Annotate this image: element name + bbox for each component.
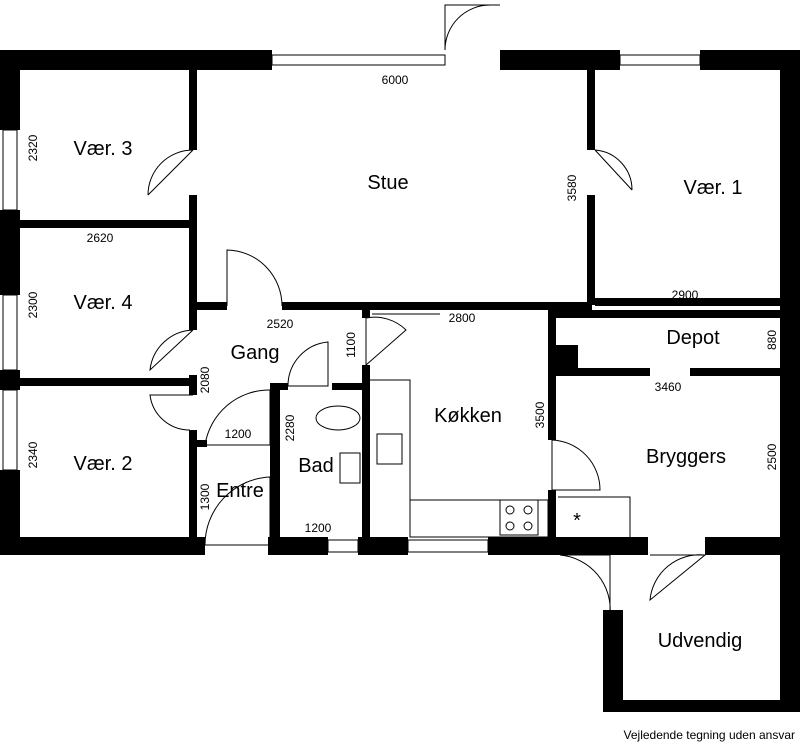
dim-vaer2-height: 2340: [26, 441, 40, 468]
kitchen-sink-icon: [376, 433, 403, 465]
dim-bad-height: 2280: [283, 414, 297, 441]
dim-gang-width: 2520: [267, 317, 294, 331]
dim-bryggers-width: 3460: [655, 380, 682, 394]
kitchen-counter: [370, 379, 549, 538]
disclaimer-note: Vejledende tegning uden ansvar: [624, 728, 795, 742]
room-vaer1: Vær. 1: [684, 177, 743, 199]
room-vaer3: Vær. 3: [74, 138, 133, 160]
room-gang: Gang: [231, 342, 280, 364]
walls: [0, 50, 800, 712]
dim-depot-height: 880: [765, 330, 779, 350]
room-depot: Depot: [666, 327, 720, 349]
bryggers-asterisk-mark: *: [573, 510, 581, 532]
dim-vaer3-height: 2320: [26, 134, 40, 161]
room-koekken: Køkken: [434, 405, 502, 427]
toilet-icon: [315, 405, 361, 431]
dim-vaer3-width: 2620: [87, 231, 114, 245]
bryggers-counter: [558, 496, 631, 537]
room-stue: Stue: [367, 172, 408, 194]
bathroom-sink-icon: [339, 452, 361, 484]
room-vaer4: Vær. 4: [74, 292, 133, 314]
dim-gang-height-upper: 1100: [344, 332, 358, 358]
dim-koekken-width: 2800: [449, 311, 476, 325]
dim-gang-height: 2080: [198, 366, 212, 393]
room-bryggers: Bryggers: [646, 446, 726, 468]
doors: [147, 4, 707, 616]
room-vaer2: Vær. 2: [74, 453, 133, 475]
dim-bad-width: 1200: [305, 521, 332, 535]
dim-bryggers-height: 2500: [765, 443, 779, 470]
dim-entre-width: 1200: [225, 427, 252, 441]
dimension-labels: 6000 2320 3580 2620 2900 2300 2520 1100 …: [26, 73, 779, 535]
windows: [2, 54, 701, 553]
stove-icon: [499, 499, 539, 536]
fixtures: [315, 379, 631, 538]
dim-koekken-height: 3500: [533, 401, 547, 428]
dim-vaer4-height: 2300: [26, 291, 40, 318]
dim-entre-height: 1300: [198, 483, 212, 510]
dim-stue-height: 3580: [565, 174, 579, 201]
room-entre: Entre: [216, 480, 264, 502]
room-labels: Vær. 3 Stue Vær. 1 Vær. 4 Gang Depot Køk…: [74, 138, 743, 652]
room-bad: Bad: [298, 455, 334, 477]
dim-stue-width: 6000: [382, 73, 409, 87]
dim-vaer1-width: 2900: [672, 288, 699, 302]
room-udvendig: Udvendig: [658, 630, 743, 652]
